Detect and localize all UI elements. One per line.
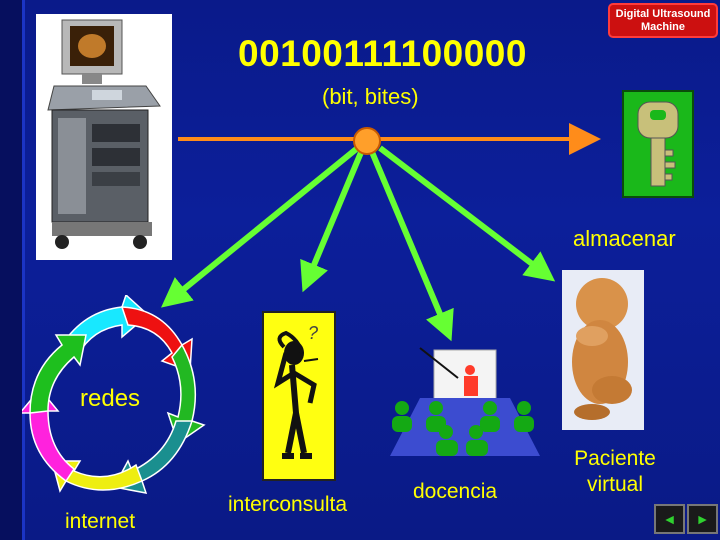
label-redes: redes — [80, 385, 140, 413]
slide-navigation: ◄ ► — [650, 504, 720, 540]
thinker-icon — [264, 313, 334, 479]
label-docencia: docencia — [413, 480, 497, 504]
fetus-image — [562, 270, 644, 430]
next-slide-button[interactable]: ► — [687, 504, 718, 534]
label-internet: internet — [65, 510, 135, 534]
key-icon — [624, 92, 692, 196]
label-almacenar: almacenar — [573, 226, 676, 252]
question-mark: ? — [308, 323, 318, 344]
hub-node — [354, 128, 380, 154]
thinker-box: ? — [262, 311, 336, 481]
label-interconsulta: interconsulta — [228, 493, 347, 517]
arrow-to-docencia — [372, 152, 448, 333]
teacher-icon — [390, 346, 542, 456]
arrow-to-paciente — [380, 148, 548, 276]
label-paciente-virtual: Paciente virtual — [565, 446, 665, 498]
paciente-line2: virtual — [565, 472, 665, 498]
prev-slide-button[interactable]: ◄ — [654, 504, 685, 534]
key-box — [622, 90, 694, 198]
paciente-line1: Paciente — [565, 446, 665, 472]
